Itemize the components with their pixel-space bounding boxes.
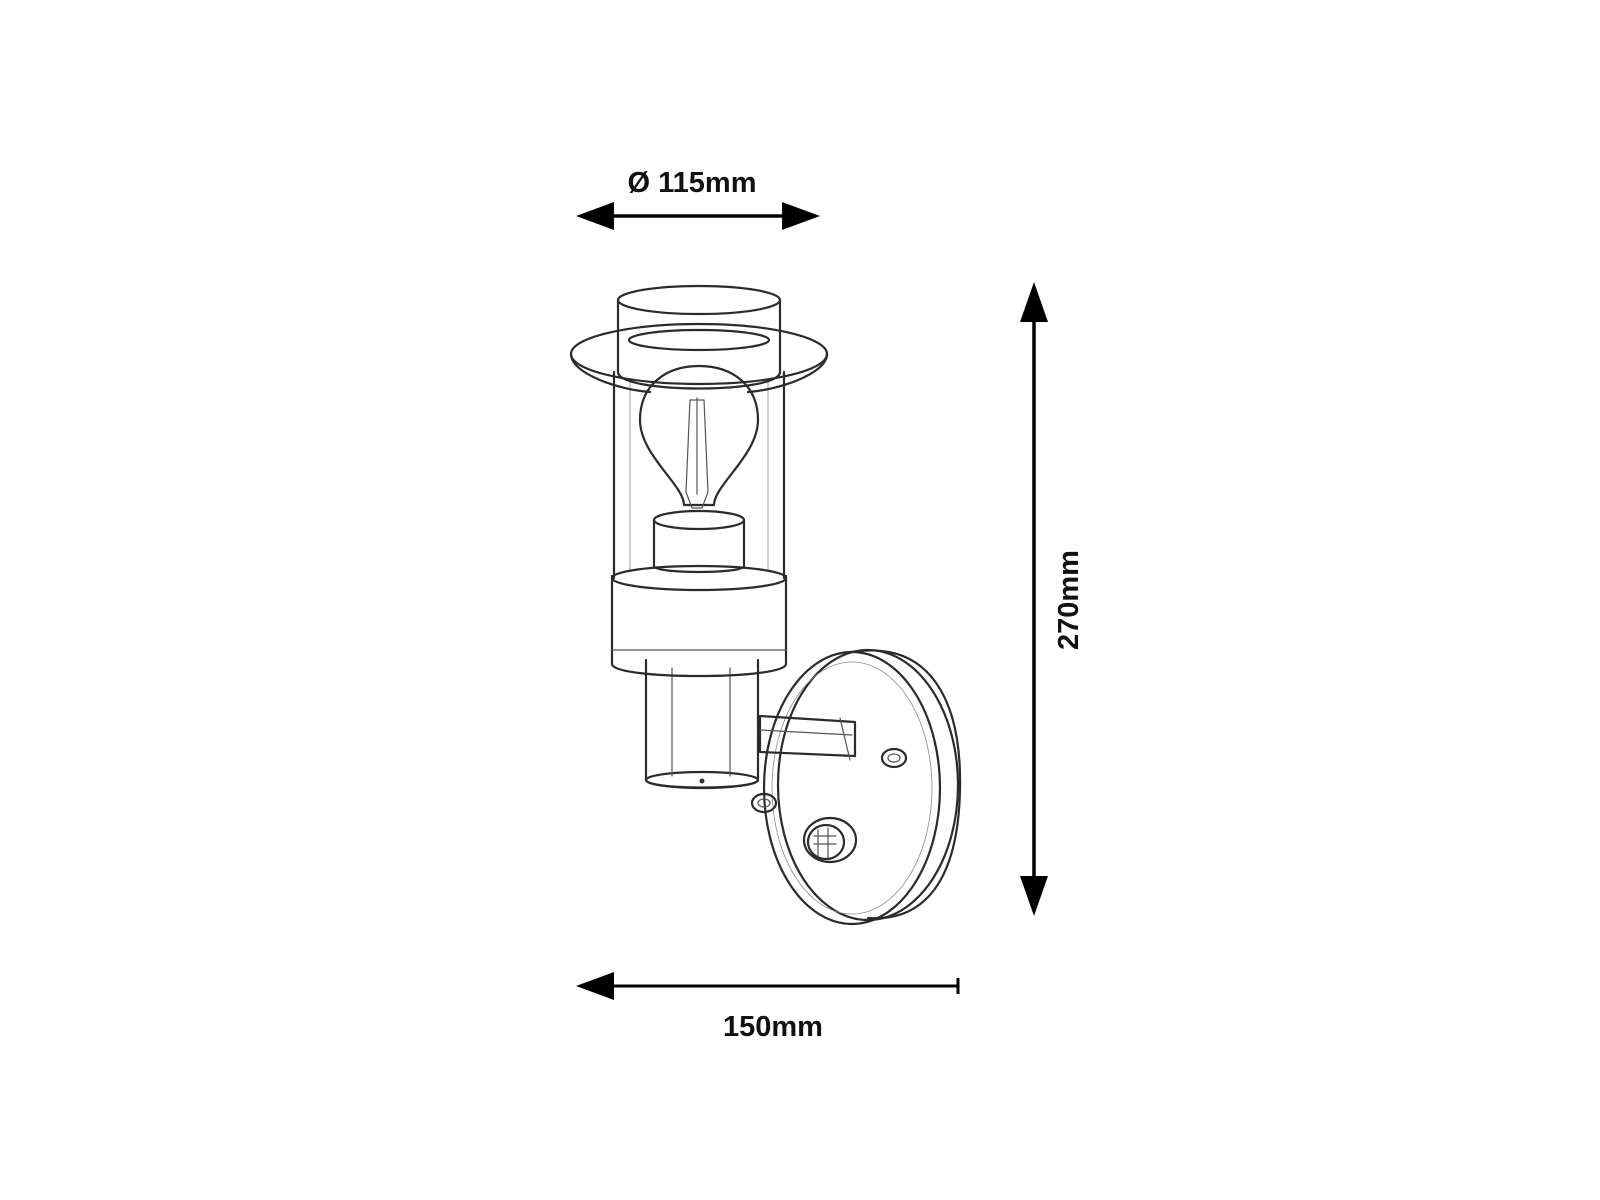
wall-plate <box>762 648 962 926</box>
diameter-arrow-right <box>782 202 820 230</box>
lamp-base <box>644 658 760 790</box>
lamp-arm <box>758 714 857 761</box>
screw-icon <box>880 747 908 769</box>
bulb-socket <box>652 509 746 574</box>
diameter-arrow-left <box>576 202 614 230</box>
diameter-label: Ø 115mm <box>628 167 757 199</box>
glass-cylinder <box>612 370 786 580</box>
lamp-top-cap <box>569 284 829 394</box>
depth-dimension: 150mm <box>576 972 960 1043</box>
depth-arrow-left <box>576 972 614 1000</box>
height-arrow-top <box>1020 282 1048 322</box>
diameter-dimension: Ø 115mm <box>576 167 820 230</box>
depth-label: 150mm <box>723 1011 823 1043</box>
height-arrow-bottom <box>1020 876 1048 916</box>
motion-sensor-icon <box>802 816 858 864</box>
height-dimension: 270mm <box>1020 282 1085 916</box>
height-label: 270mm <box>1053 550 1085 650</box>
screw-icon <box>750 792 778 814</box>
lamp-illustration <box>569 284 962 926</box>
lamp-band <box>610 564 788 678</box>
bulb-icon <box>638 364 760 509</box>
